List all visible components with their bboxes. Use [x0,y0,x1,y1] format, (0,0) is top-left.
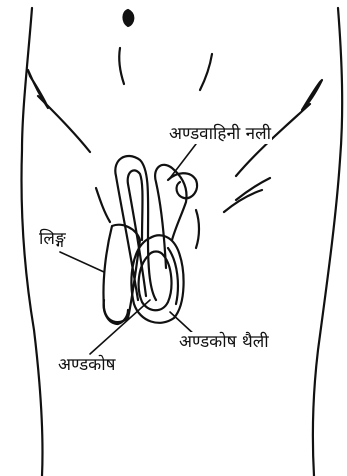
leader-testis [90,300,150,354]
left-groin-line [38,96,90,152]
penis-glans [104,300,128,324]
vas-right-coil [168,173,197,198]
body-fold-left [96,188,110,222]
abdomen-line-left [119,48,124,84]
pubic-line-right-2 [236,178,270,200]
right-body-outline [313,8,342,476]
label-penis: लिङ्ग [38,229,67,249]
label-testis: अण्डकोष [57,355,116,375]
body-fold-right [196,210,199,248]
navel [124,10,134,26]
right-hip-shadow [302,80,322,110]
label-vas-deferens: अण्डवाहिनी नली [168,124,272,144]
leader-penis [60,252,104,272]
abdomen-line-right [200,54,212,90]
label-scrotum: अण्डकोष थैली [178,332,270,352]
